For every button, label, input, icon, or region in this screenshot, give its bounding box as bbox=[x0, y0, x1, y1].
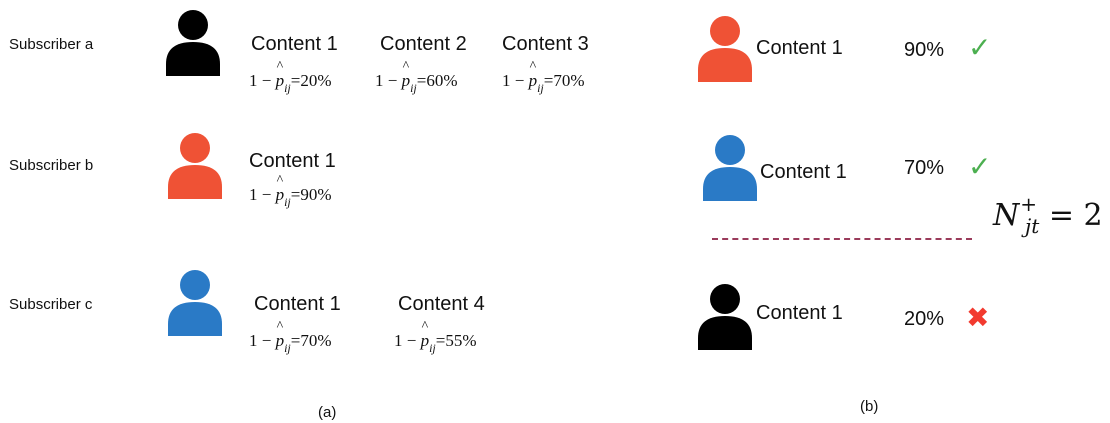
person-icon-row-3 bbox=[698, 284, 752, 350]
row-2-percent: 70% bbox=[904, 157, 945, 179]
subscriber-a-formula-2: 1 − pij=60% bbox=[375, 59, 458, 95]
subscriber-b-formula-1: 1 − pij=90% bbox=[249, 173, 332, 209]
person-icon-row-1 bbox=[698, 16, 752, 82]
person-icon-subscriber-b bbox=[168, 133, 222, 199]
subscriber-c-formula-4: 1 − pij=55% bbox=[394, 319, 477, 355]
threshold-divider bbox=[712, 238, 972, 240]
row-1-content: Content 1 bbox=[756, 37, 843, 59]
subscriber-a-content-2: Content 2 bbox=[380, 33, 467, 55]
subscriber-a-formula-3: 1 − pij=70% bbox=[502, 59, 585, 95]
person-icon-row-2 bbox=[703, 135, 757, 201]
person-icon-subscriber-a bbox=[166, 10, 220, 76]
subscriber-a-formula-1: 1 − pij=20% bbox=[249, 59, 332, 95]
subscriber-b-content-1: Content 1 bbox=[249, 150, 336, 172]
cross-icon: ✖ bbox=[966, 302, 990, 333]
caption-panel-b: (b) bbox=[860, 398, 879, 415]
subscriber-b-label: Subscriber b bbox=[9, 157, 94, 174]
check-icon: ✓ bbox=[968, 32, 992, 63]
formula-value: 20% bbox=[300, 71, 332, 90]
subscriber-a-content-1: Content 1 bbox=[251, 33, 338, 55]
formula-value: 70% bbox=[553, 71, 585, 90]
row-2-content: Content 1 bbox=[760, 161, 847, 183]
check-icon: ✓ bbox=[968, 151, 992, 182]
subscriber-a-label: Subscriber a bbox=[9, 36, 94, 53]
formula-value: 70% bbox=[300, 331, 332, 350]
subscriber-c-content-4: Content 4 bbox=[398, 293, 485, 315]
row-1-percent: 90% bbox=[904, 39, 945, 61]
row-3-percent: 20% bbox=[904, 308, 945, 330]
row-3-content: Content 1 bbox=[756, 302, 843, 324]
threshold-formula: N+jt = 2 bbox=[993, 192, 1103, 238]
subscriber-c-label: Subscriber c bbox=[9, 296, 93, 313]
subscriber-c-formula-1: 1 − pij=70% bbox=[249, 319, 332, 355]
person-icon-subscriber-c bbox=[168, 270, 222, 336]
formula-value: 55% bbox=[445, 331, 477, 350]
formula-value: 60% bbox=[426, 71, 458, 90]
subscriber-c-content-1: Content 1 bbox=[254, 293, 341, 315]
subscriber-a-content-3: Content 3 bbox=[502, 33, 589, 55]
formula-value: 90% bbox=[300, 185, 332, 204]
caption-panel-a: (a) bbox=[318, 404, 337, 421]
